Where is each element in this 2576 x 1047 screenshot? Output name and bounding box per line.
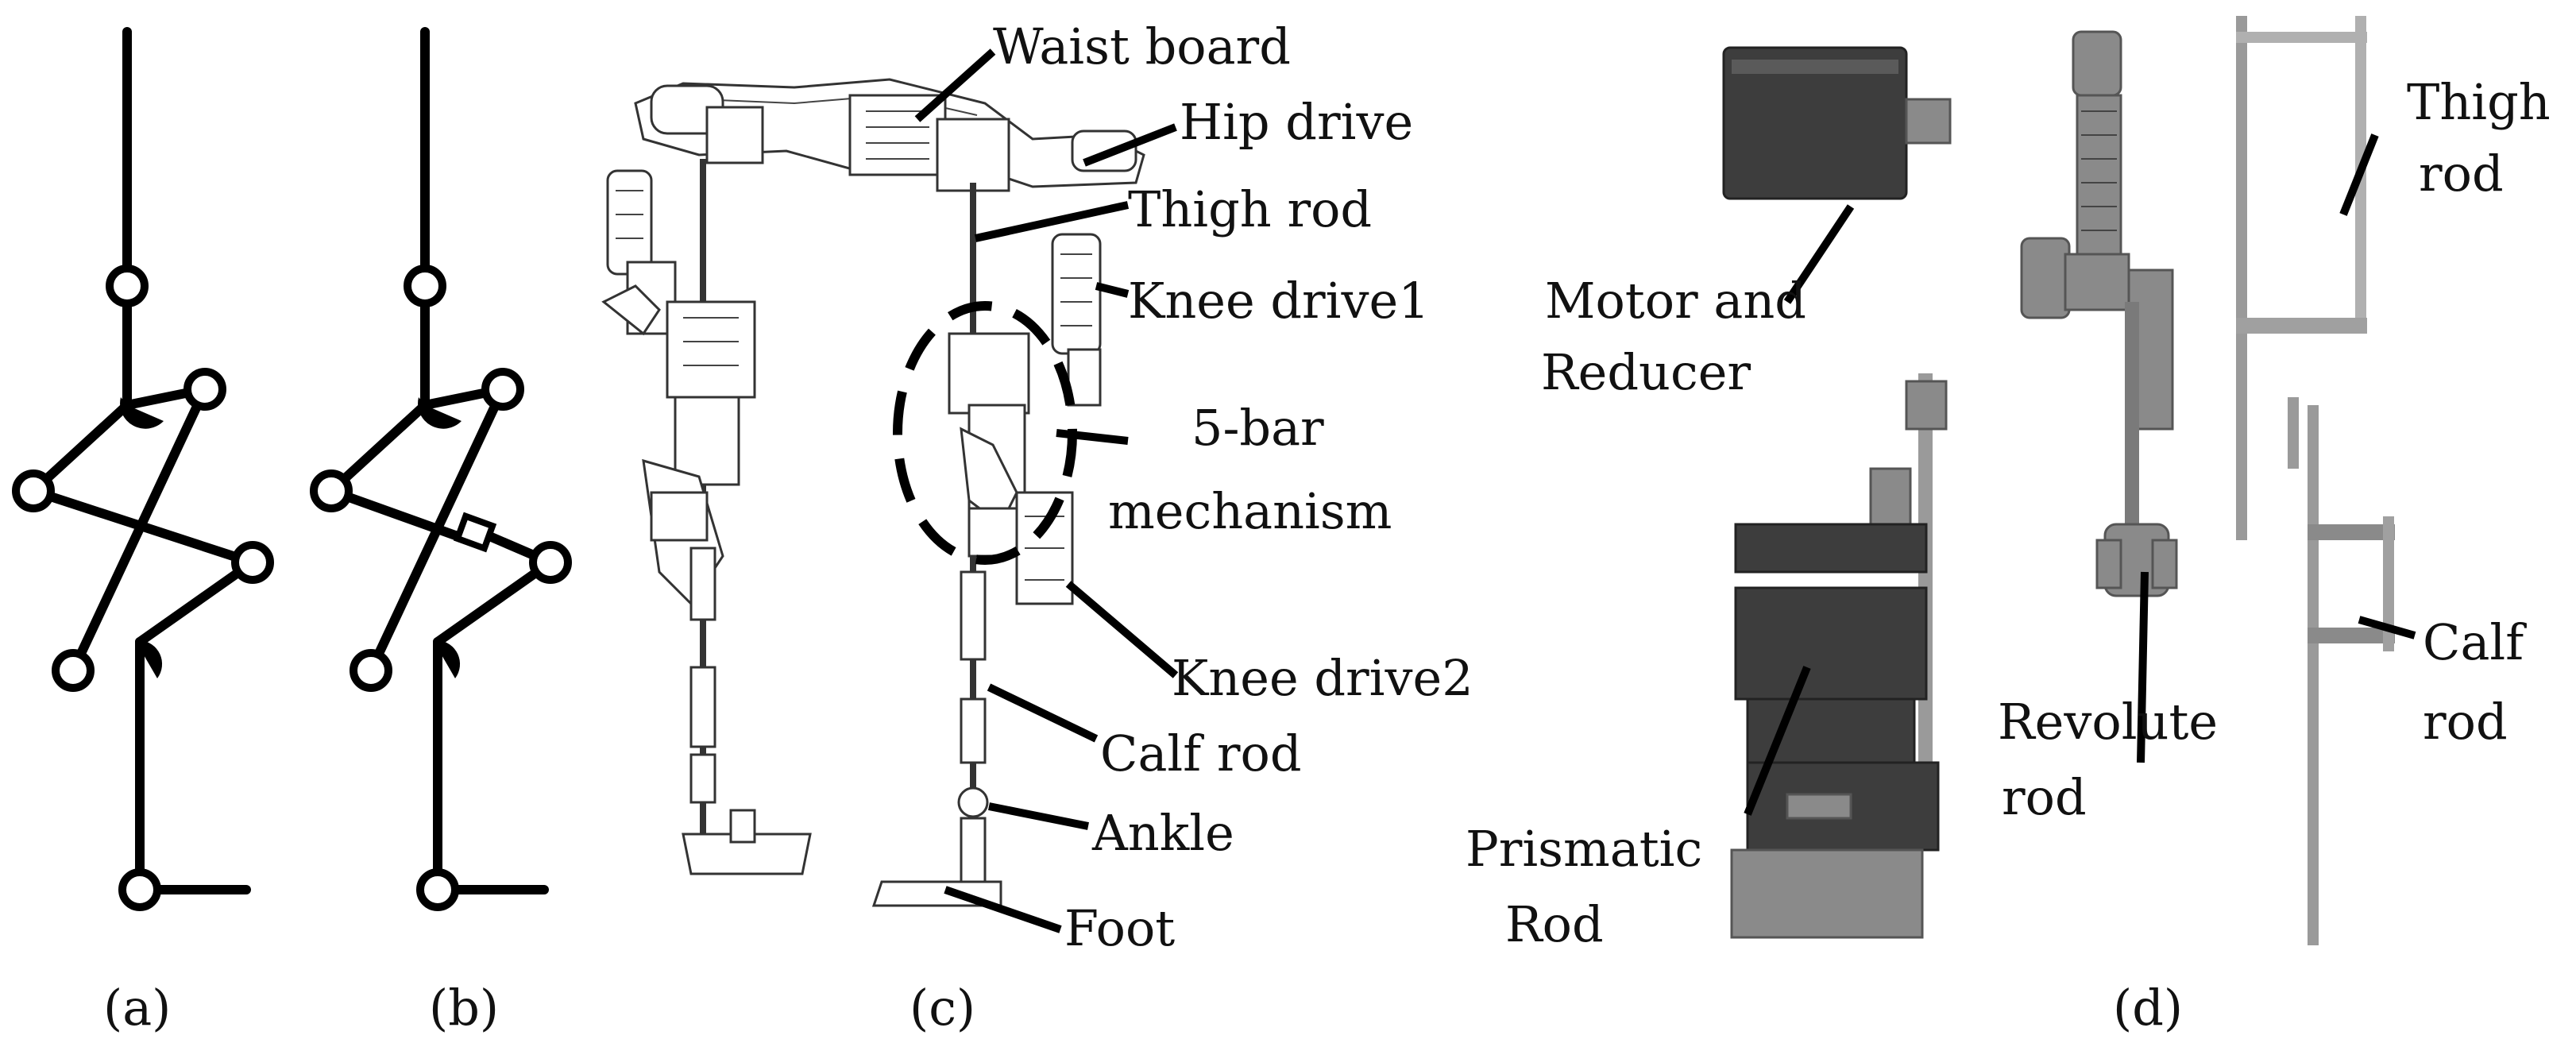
label-ankle: Ankle	[1091, 804, 1234, 862]
ankle-joint	[118, 868, 161, 911]
leader-calf-rod-d	[2358, 616, 2416, 639]
leader-motor-reducer	[1783, 204, 1855, 304]
label-waist-board: Waist board	[993, 17, 1291, 75]
leader-prismatic-rod	[1744, 666, 1811, 816]
panel-c: Waist board Hip drive Thigh rod Knee dri…	[601, 17, 1473, 1037]
label-foot: Foot	[1064, 899, 1175, 957]
linkage-joint	[231, 541, 274, 584]
linkage-joint	[529, 541, 572, 584]
linkage-joint	[52, 649, 95, 692]
leader-hip-drive	[1083, 123, 1177, 167]
leader-five-bar	[1056, 429, 1129, 445]
linkage-diagram-b	[310, 27, 572, 911]
label-thigh-line1: Thigh	[2407, 73, 2551, 131]
hip-joint	[106, 265, 149, 307]
prismatic-rod-part	[1730, 373, 1948, 939]
calf-rod-part	[2288, 397, 2395, 945]
exoskeleton-drawing	[601, 78, 1145, 907]
ankle-joint	[416, 868, 459, 911]
label-calf-rod: Calf rod	[1100, 724, 1302, 782]
leader-waist-board	[914, 48, 996, 122]
caption-d: (d)	[2113, 979, 2183, 1037]
leader-thigh-rod	[974, 201, 1130, 242]
leader-foot	[944, 886, 1062, 933]
linkage-joint	[183, 368, 226, 411]
label-hip-drive: Hip drive	[1180, 93, 1413, 151]
linkage-joint	[350, 649, 392, 692]
label-motor-line1: Motor and	[1545, 272, 1806, 330]
label-prismatic-line1: Prismatic	[1466, 820, 1702, 878]
caption-a: (a)	[103, 979, 171, 1037]
thigh-rod-part	[2236, 16, 2367, 540]
panel-a: (a)	[12, 27, 274, 1037]
label-motor-line2: Reducer	[1541, 343, 1751, 401]
hip-joint	[404, 265, 446, 307]
label-five-bar-line1: 5-bar	[1191, 399, 1324, 457]
label-revolute-line1: Revolute	[1998, 693, 2218, 751]
leader-thigh-rod-d	[2339, 133, 2379, 216]
panel-b: (b)	[310, 27, 572, 1037]
leader-revolute-rod	[2137, 571, 2149, 763]
label-knee-drive1: Knee drive1	[1128, 272, 1430, 330]
revolute-rod-part	[2020, 30, 2178, 597]
leader-knee-drive2	[1065, 581, 1179, 678]
linkage-joint	[310, 469, 353, 512]
leader-knee-drive1	[1095, 282, 1130, 298]
linkage-joint	[481, 368, 524, 411]
label-prismatic-line2: Rod	[1505, 895, 1604, 953]
label-revolute-line2: rod	[2002, 768, 2087, 826]
caption-c: (c)	[910, 979, 975, 1037]
motor-reducer-part	[1722, 46, 1952, 200]
leader-calf-rod	[987, 683, 1099, 743]
label-calf-line1: Calf	[2423, 613, 2527, 671]
label-thigh-rod: Thigh rod	[1128, 180, 1372, 238]
linkage-diagram-a	[12, 27, 274, 911]
label-knee-drive2: Knee drive2	[1172, 649, 1473, 707]
prismatic-slider	[453, 512, 497, 553]
label-five-bar-line2: mechanism	[1108, 482, 1392, 540]
panel-d: Motor and Reducer Prismatic Rod Revolute…	[1466, 16, 2551, 1037]
label-calf-line2: rod	[2423, 693, 2508, 751]
caption-b: (b)	[429, 979, 499, 1037]
linkage-joint	[12, 469, 55, 512]
label-thigh-line2: rod	[2419, 145, 2504, 203]
leader-ankle	[988, 802, 1089, 830]
